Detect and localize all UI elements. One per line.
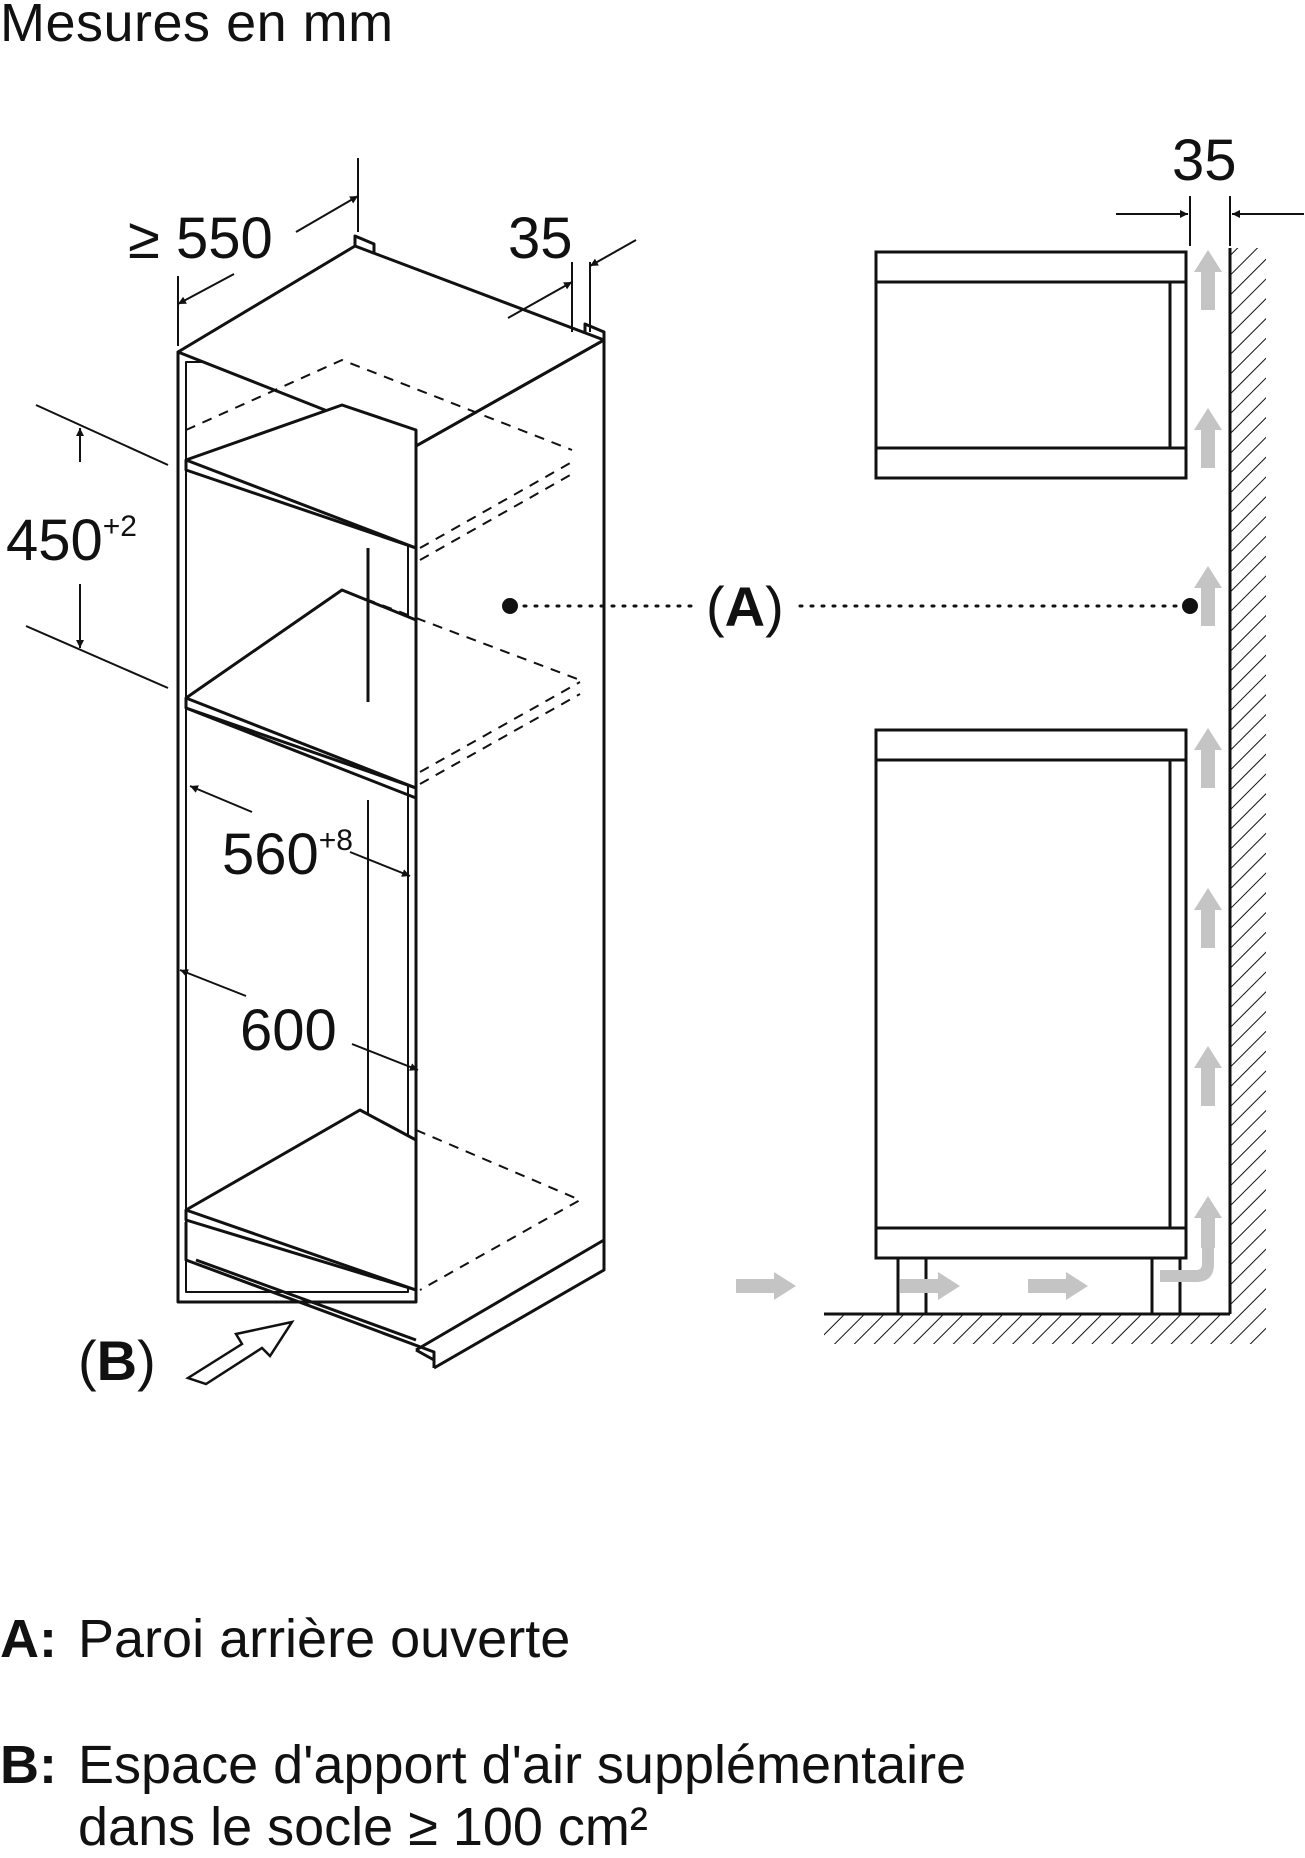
dim-inner-width-value: 560 — [222, 822, 319, 887]
legend-text-a: Paroi arrière ouverte — [78, 1609, 571, 1669]
legend-text-b-line2: dans le socle ≥ 100 cm² — [78, 1797, 648, 1857]
callout-a: (A) — [706, 575, 784, 638]
page-title: Mesures en mm — [0, 0, 394, 53]
airflow-arrows — [736, 250, 1222, 1300]
legend-key-a: A: — [0, 1609, 57, 1669]
open-back-indicator — [502, 598, 1198, 614]
dim-outer-width: 600 — [240, 998, 337, 1063]
air-intake-arrow — [185, 1320, 295, 1386]
dim-vent-gap-left: 35 — [508, 206, 573, 271]
dim-height-tolerance: +2 — [103, 510, 137, 543]
cabinet-3d — [176, 234, 606, 1370]
dim-inner-width-tolerance: +8 — [319, 824, 353, 857]
dim-vent-gap-right: 35 — [1172, 128, 1237, 193]
wall — [1228, 248, 1266, 1314]
dim-height-value: 450 — [6, 508, 103, 573]
legend-key-b: B: — [0, 1735, 57, 1795]
dim-inner-width: 560+8 — [222, 822, 353, 887]
side-section — [874, 250, 1188, 1316]
legend-item-a: A: Paroi arrière ouverte — [0, 1608, 570, 1670]
installation-diagram: ≥ 550 35 450+2 560+8 600 (B) — [6, 128, 1304, 1392]
floor — [824, 1312, 1266, 1344]
legend-item-b: B: Espace d'apport d'air supplémentaire d… — [0, 1734, 966, 1858]
dim-height: 450+2 — [6, 508, 137, 573]
dimension-lines-left — [25, 158, 637, 1071]
dim-depth-min: ≥ 550 — [128, 206, 273, 271]
legend-text-b: Espace d'apport d'air supplémentaire — [78, 1735, 967, 1795]
dimension-lines-right — [1116, 196, 1304, 246]
callout-b: (B) — [78, 1329, 156, 1392]
